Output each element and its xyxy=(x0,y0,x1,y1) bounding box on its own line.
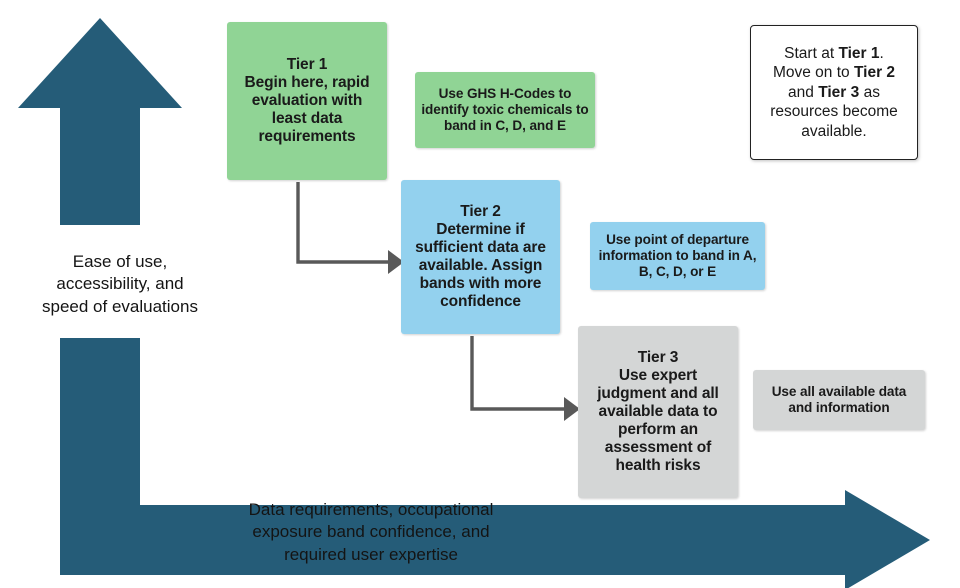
vertical-axis-label: Ease of use, accessibility, and speed of… xyxy=(20,251,220,318)
tier-2-callout[interactable]: Use point of departure information to ba… xyxy=(590,222,765,290)
vertical-axis-line-3: speed of evaluations xyxy=(42,296,198,316)
tier-3-box[interactable]: Tier 3 Use expert judgment and all avail… xyxy=(578,326,738,498)
tier-1-title: Tier 1 xyxy=(286,55,328,73)
tier-3-callout[interactable]: Use all available data and information xyxy=(753,370,925,430)
tier-1-callout[interactable]: Use GHS H-Codes to identify toxic chemic… xyxy=(415,72,595,148)
instruction-note-box[interactable]: Start at Tier 1. Move on to Tier 2 and T… xyxy=(750,25,918,160)
tier-1-body: Begin here, rapid evaluation with least … xyxy=(244,73,370,146)
note-line-1-bold: Tier 1 xyxy=(838,44,880,62)
tier-3-title: Tier 3 xyxy=(637,348,679,366)
tier-1-callout-text: Use GHS H-Codes to identify toxic chemic… xyxy=(421,86,589,133)
note-line-2-bold: Tier 2 xyxy=(853,64,896,82)
tier-2-callout-text: Use point of departure information to ba… xyxy=(598,232,757,279)
horizontal-axis-label: Data requirements, occupational exposure… xyxy=(196,499,546,566)
note-line-1: Start at Tier 1. xyxy=(770,44,898,64)
note-line-3-bold: Tier 3 xyxy=(818,83,860,101)
note-line-5: available. xyxy=(801,122,867,140)
tier-2-body: Determine if sufficient data are availab… xyxy=(415,220,546,311)
note-line-2: Move on to Tier 2 xyxy=(770,63,898,83)
note-line-1-suffix: . xyxy=(879,44,884,62)
note-line-4: resources become xyxy=(770,103,898,121)
note-line-1-prefix: Start at xyxy=(784,44,839,62)
connector-tier1-to-tier2 xyxy=(296,182,404,274)
connector-tier2-to-tier3 xyxy=(470,336,580,421)
note-line-2-prefix: Move on to xyxy=(772,64,854,82)
note-line-3-prefix: and xyxy=(788,83,819,101)
note-line-3-suffix: as xyxy=(859,83,880,101)
horizontal-axis-line-1: Data requirements, occupational xyxy=(248,500,494,519)
tier-3-body: Use expert judgment and all available da… xyxy=(597,366,719,475)
tier-1-box[interactable]: Tier 1 Begin here, rapid evaluation with… xyxy=(227,22,387,180)
vertical-axis-line-1: Ease of use, xyxy=(72,252,168,271)
vertical-axis-line-2: accessibility, and xyxy=(56,274,184,294)
horizontal-axis-line-3: required user expertise xyxy=(284,544,458,564)
horizontal-axis-arrow xyxy=(60,338,930,588)
vertical-axis-arrow xyxy=(18,18,182,225)
tier-2-box[interactable]: Tier 2 Determine if sufficient data are … xyxy=(401,180,560,334)
tier-3-callout-text: Use all available data and information xyxy=(771,384,907,415)
tier-2-title: Tier 2 xyxy=(460,202,501,220)
horizontal-axis-line-2: exposure band confidence, and xyxy=(252,522,490,542)
note-line-3: and Tier 3 as xyxy=(770,83,898,103)
